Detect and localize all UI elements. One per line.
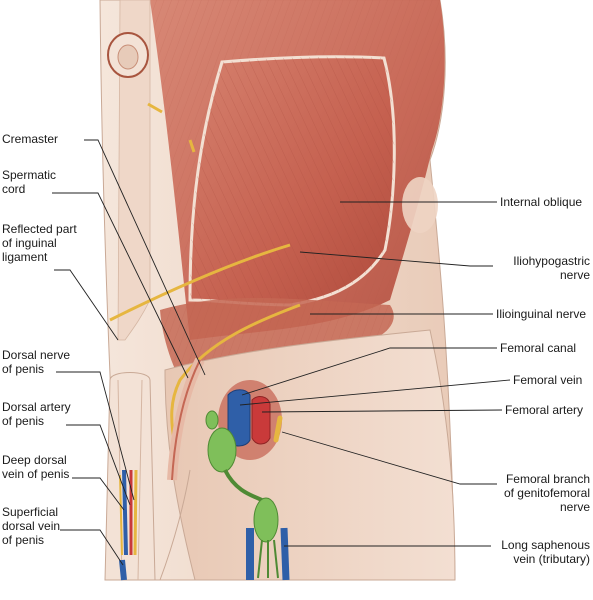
leader-superficial-dorsal-vein [60, 529, 124, 566]
label-femoral-branch: Femoral branch of genitofemoral nerve [503, 472, 590, 514]
leader-iliohypogastric [299, 251, 493, 267]
iliohypogastric-nerve-line [109, 243, 291, 322]
label-superficial-dorsal-vein: Superficial dorsal vein of penis [2, 505, 61, 547]
label-femoral-artery: Femoral artery [505, 403, 584, 417]
label-femoral-vein: Femoral vein [513, 373, 583, 387]
dorsal-nerve-vessel [133, 469, 138, 556]
label-ilioinguinal: Ilioinguinal nerve [496, 307, 587, 321]
ilioinguinal-nerve-line [170, 303, 301, 446]
leader-cremaster [84, 139, 206, 376]
label-reflected-part: Reflected part of inguinal ligament [2, 222, 77, 264]
iliac-spine [402, 177, 438, 233]
leader-femoral-vein [239, 379, 511, 406]
deep-dorsal-vein-vessel [122, 469, 128, 556]
label-femoral-canal: Femoral canal [500, 341, 577, 355]
label-iliohypogastric: Iliohypogastric nerve [513, 254, 590, 282]
leader-femoral-branch [281, 431, 497, 485]
leader-dorsal-artery [66, 424, 131, 506]
label-cremaster: Cremaster [2, 132, 59, 146]
leader-reflected-part [54, 269, 119, 341]
label-internal-oblique: Internal oblique [500, 195, 583, 209]
femoral-branch-nerve [273, 415, 283, 443]
femoral-artery-vessel [251, 396, 271, 445]
leader-dorsal-nerve [56, 371, 135, 501]
lymph-nodes [205, 410, 279, 579]
label-dorsal-nerve: Dorsal nerve of penis [2, 348, 71, 376]
leader-deep-dorsal-vein [72, 477, 125, 511]
label-deep-dorsal-vein: Deep dorsal vein of penis [2, 453, 70, 481]
leader-spermatic-cord [52, 192, 189, 379]
label-long-saphenous: Long saphenous vein (tributary) [501, 538, 590, 566]
leader-femoral-canal [241, 347, 497, 396]
label-spermatic-cord: Spermatic cord [2, 168, 57, 196]
leader-femoral-artery [261, 409, 503, 413]
label-dorsal-artery: Dorsal artery of penis [2, 400, 71, 428]
